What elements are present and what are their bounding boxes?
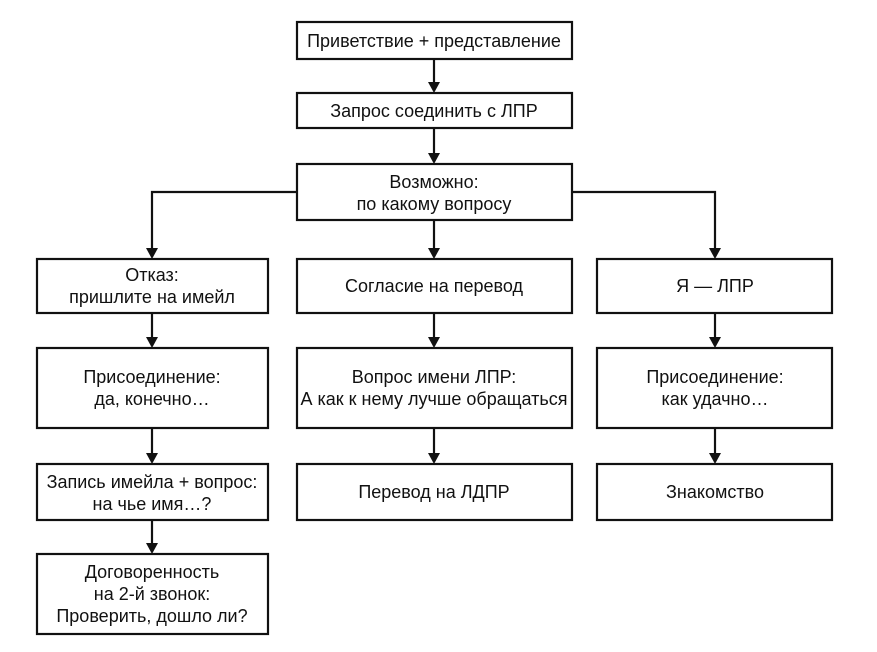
node-request-label: Запрос соединить с ЛПР: [330, 101, 537, 121]
node-left-join-line2: да, конечно…: [94, 389, 209, 409]
arrowhead: [709, 337, 721, 348]
connector-maybe-refusal: [150, 190, 297, 250]
node-name-question: Вопрос имени ЛПР: А как к нему лучше обр…: [295, 346, 574, 430]
node-left-join-line1: Присоединение:: [83, 367, 220, 387]
connectors: [146, 59, 721, 554]
arrowhead: [709, 248, 721, 259]
node-consent-label: Согласие на перевод: [345, 276, 523, 296]
node-record-line2: на чье имя…?: [93, 494, 212, 514]
arrowhead: [428, 82, 440, 93]
node-agreement-line3: Проверить, дошло ли?: [56, 606, 247, 626]
node-agreement-line1: Договоренность: [85, 562, 220, 582]
node-acquaint-label: Знакомство: [666, 482, 764, 502]
node-greeting: Приветствие + представление: [295, 20, 574, 61]
node-transfer-label: Перевод на ЛДПР: [358, 482, 509, 502]
node-agreement: Договоренность на 2-й звонок: Проверить,…: [35, 552, 270, 636]
node-name-question-line1: Вопрос имени ЛПР:: [352, 367, 517, 387]
arrowhead: [146, 453, 158, 464]
node-refusal-line1: Отказ:: [125, 265, 179, 285]
node-request: Запрос соединить с ЛПР: [295, 91, 574, 130]
arrowhead: [709, 453, 721, 464]
node-right-join-line1: Присоединение:: [646, 367, 783, 387]
node-left-join: Присоединение: да, конечно…: [35, 346, 270, 430]
node-consent: Согласие на перевод: [295, 257, 574, 315]
arrowhead: [428, 248, 440, 259]
node-refusal: Отказ: пришлите на имейл: [35, 257, 270, 315]
arrowhead: [146, 337, 158, 348]
node-acquaint: Знакомство: [595, 462, 834, 522]
node-name-question-line2: А как к нему лучше обращаться: [300, 389, 567, 409]
node-maybe: Возможно: по какому вопросу: [295, 162, 574, 222]
node-iam-label: Я — ЛПР: [676, 276, 754, 296]
arrowhead: [146, 248, 158, 259]
node-transfer: Перевод на ЛДПР: [295, 462, 574, 522]
arrowhead: [428, 153, 440, 164]
node-right-join: Присоединение: как удачно…: [595, 346, 834, 430]
node-record-line1: Запись имейла + вопрос:: [47, 472, 258, 492]
node-refusal-line2: пришлите на имейл: [69, 287, 235, 307]
connector-maybe-iam: [572, 190, 717, 250]
node-greeting-label: Приветствие + представление: [307, 31, 561, 51]
arrowhead: [428, 337, 440, 348]
node-record: Запись имейла + вопрос: на чье имя…?: [35, 462, 270, 522]
arrowhead: [428, 453, 440, 464]
node-iam: Я — ЛПР: [595, 257, 834, 315]
node-agreement-line2: на 2-й звонок:: [94, 584, 210, 604]
arrowhead: [146, 543, 158, 554]
node-maybe-line2: по какому вопросу: [357, 194, 512, 214]
node-right-join-line2: как удачно…: [661, 389, 768, 409]
node-maybe-line1: Возможно:: [389, 172, 478, 192]
